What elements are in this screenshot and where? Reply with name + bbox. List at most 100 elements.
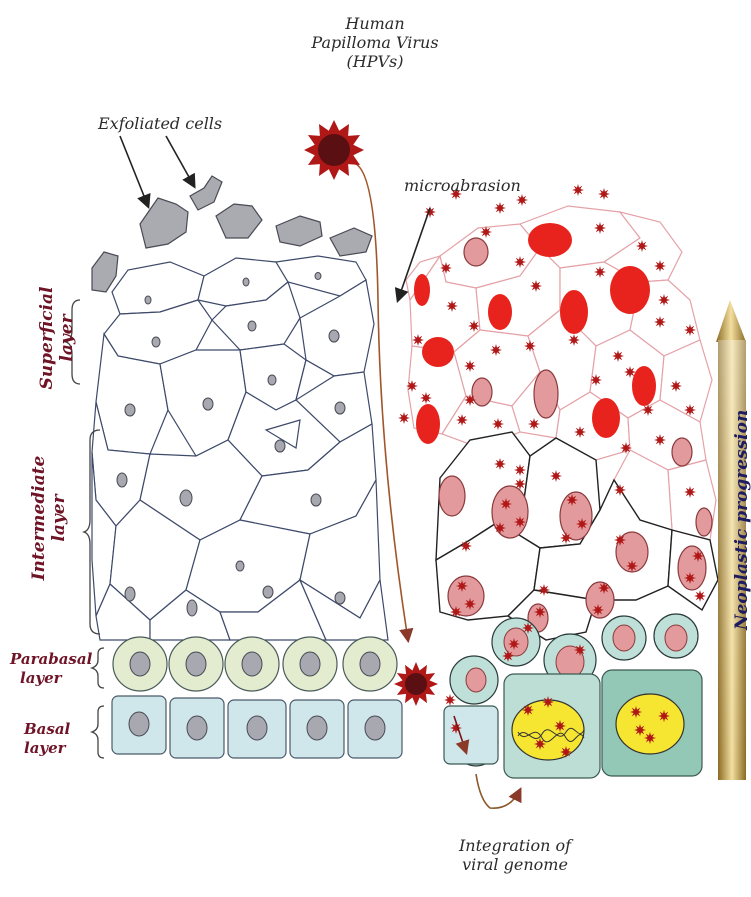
hpv-label-line1: Human: [300, 14, 450, 33]
virus-icon: [394, 662, 438, 706]
arrow-exfoliated-2: [166, 136, 194, 186]
viral-particle: [530, 280, 542, 292]
hpv-label: Human Papilloma Virus (HPVs): [300, 14, 450, 71]
viral-particle: [514, 516, 526, 528]
parabasal-line2: layer: [10, 669, 92, 688]
viral-particle: [684, 324, 696, 336]
viral-particle: [424, 206, 436, 218]
viral-particle: [626, 560, 638, 572]
viral-particle: [572, 184, 584, 196]
viral-particle: [514, 464, 526, 476]
viral-particle: [538, 584, 550, 596]
intermediate-layer-label: Intermediate layer: [29, 453, 69, 583]
basal-line1: Basal: [24, 720, 70, 739]
hpv-label-line2: Papilloma Virus: [300, 33, 450, 52]
viral-particle: [494, 202, 506, 214]
neoplastic-progression-label: Neoplastic progression: [732, 410, 751, 630]
basal-nuclei: [129, 712, 385, 740]
viral-particle: [614, 534, 626, 546]
viral-particle: [594, 222, 606, 234]
viral-particle: [574, 644, 586, 656]
viral-particle: [684, 404, 696, 416]
integration-label: Integration of viral genome: [430, 836, 600, 874]
viral-particle: [620, 442, 632, 454]
viral-particle: [456, 414, 468, 426]
viral-particle: [450, 606, 462, 618]
integration-line1: Integration of: [430, 836, 600, 855]
viral-particle: [464, 360, 476, 372]
viral-particle: [560, 746, 572, 758]
viral-particle: [542, 696, 554, 708]
viral-particle: [654, 316, 666, 328]
viral-particle: [568, 334, 580, 346]
viral-particle: [630, 706, 642, 718]
superficial-line1: Superficial: [37, 283, 57, 393]
virus-core: [405, 673, 427, 695]
viral-particle: [398, 412, 410, 424]
viral-particle: [502, 650, 514, 662]
viral-particle: [598, 188, 610, 200]
viral-particle: [522, 704, 534, 716]
viral-particle: [514, 478, 526, 490]
viral-particle: [464, 394, 476, 406]
viral-particle: [574, 426, 586, 438]
superficial-line2: layer: [57, 283, 77, 393]
viral-particle: [492, 418, 504, 430]
viral-particle: [524, 340, 536, 352]
intermediate-line2: layer: [49, 453, 69, 583]
viral-particle: [654, 260, 666, 272]
intermediate-line1: Intermediate: [29, 453, 49, 583]
viral-particle: [658, 710, 670, 722]
viral-particle: [508, 638, 520, 650]
viral-particle: [550, 470, 562, 482]
viral-particle: [612, 350, 624, 362]
viral-particle: [644, 732, 656, 744]
viral-particle: [460, 540, 472, 552]
viral-particle: [440, 262, 452, 274]
viral-particle: [598, 582, 610, 594]
viral-particle: [490, 344, 502, 356]
viral-particle: [412, 334, 424, 346]
viral-particle: [446, 300, 458, 312]
viral-particle: [406, 380, 418, 392]
viral-particle: [670, 380, 682, 392]
virus-icon: [304, 120, 364, 180]
infected-epithelium: [398, 184, 718, 778]
viral-particle: [514, 256, 526, 268]
parabasal-layer-label: Parabasal layer: [10, 650, 92, 688]
viral-particle: [654, 434, 666, 446]
viral-particle: [560, 532, 572, 544]
viral-particle: [554, 720, 566, 732]
integration-line2: viral genome: [430, 855, 600, 874]
basal-layer-label: Basal layer: [24, 720, 70, 758]
viral-particle: [634, 724, 646, 736]
viral-particle: [684, 486, 696, 498]
viral-particle: [590, 374, 602, 386]
viral-particle: [694, 590, 706, 602]
squamous-cells: [92, 256, 388, 640]
exfoliated-label: Exfoliated cells: [98, 114, 222, 133]
superficial-layer-label: Superficial layer: [37, 283, 77, 393]
parabasal-line1: Parabasal: [10, 650, 92, 669]
viral-particle: [444, 694, 456, 706]
viral-particle: [528, 418, 540, 430]
viral-particle: [420, 392, 432, 404]
viral-particle: [494, 458, 506, 470]
viral-particle: [566, 494, 578, 506]
arrow-integration: [476, 774, 520, 808]
viral-particle: [624, 366, 636, 378]
viral-particle: [456, 580, 468, 592]
viral-particle: [684, 572, 696, 584]
viral-particle: [592, 604, 604, 616]
virus-core: [318, 134, 350, 166]
viral-particle: [576, 518, 588, 530]
viral-particle: [614, 484, 626, 496]
viral-particle: [516, 194, 528, 206]
viral-particle: [658, 294, 670, 306]
viral-particle: [468, 320, 480, 332]
arrow-exfoliated-1: [120, 136, 148, 206]
viral-particle: [534, 738, 546, 750]
viral-particle: [692, 550, 704, 562]
hpv-label-line3: (HPVs): [300, 52, 450, 71]
